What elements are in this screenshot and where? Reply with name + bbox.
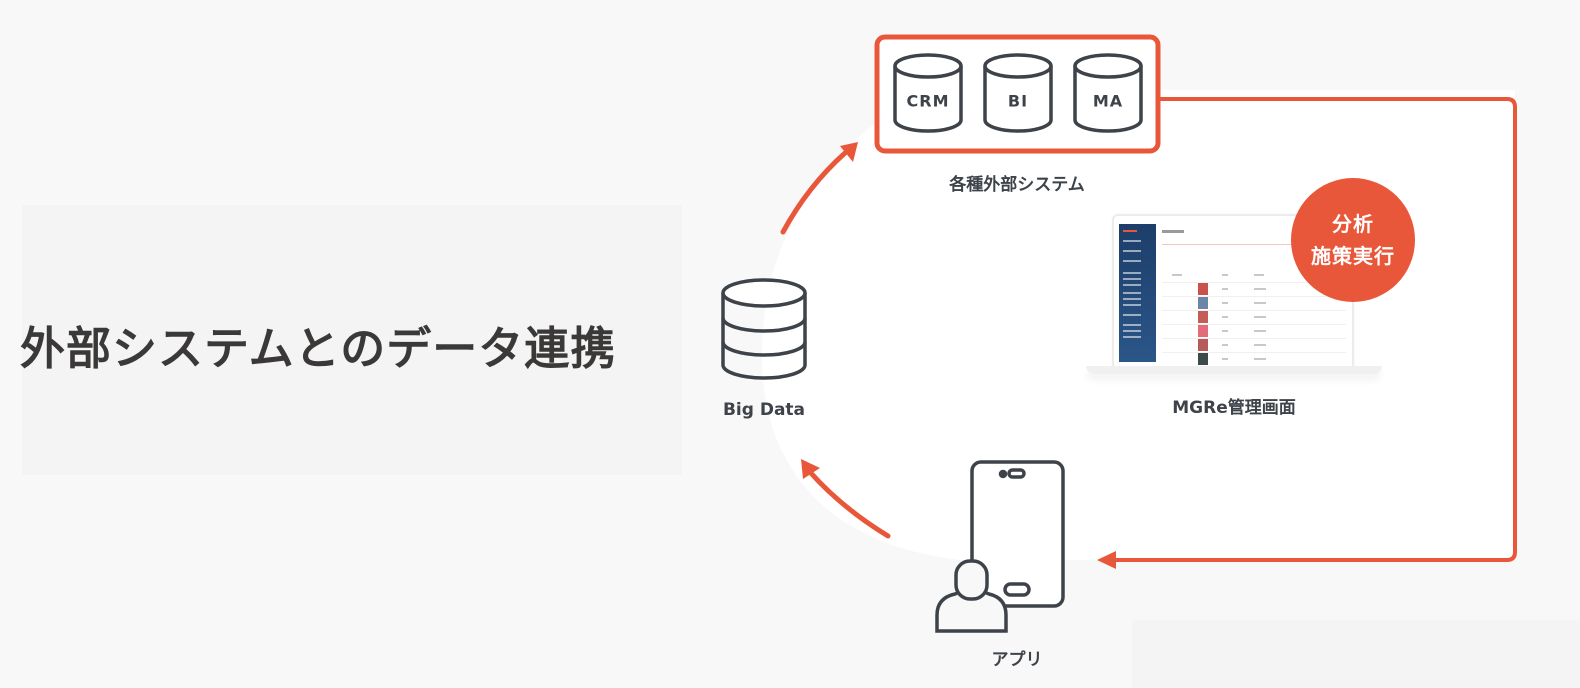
crm-label: CRM [906,91,950,111]
external-systems-label: 各種外部システム [949,175,1085,195]
big-data-label: Big Data [722,400,806,420]
page-title: 外部システムとのデータ連携 [20,322,617,375]
ma-label: MA [1092,91,1124,111]
smartphone-icon [970,460,1065,608]
bottom-panel [1132,620,1580,688]
badge-line-1: 分析 [1332,212,1374,236]
bi-database-icon [983,53,1053,133]
bi-label: BI [1007,91,1029,111]
arrowhead-external-icon [840,142,858,162]
arrowhead-bigdata-icon [801,459,820,479]
crm-database-icon [893,53,963,133]
big-data-database-icon [721,278,807,380]
connector-external-to-app [1115,97,1517,562]
arrowhead-to-app-icon [1097,551,1116,569]
analysis-badge: 分析 施策実行 [1291,178,1415,302]
laptop-base [1086,366,1382,374]
app-label: アプリ [991,650,1043,670]
title-panel [22,205,682,475]
user-icon [935,559,1008,633]
badge-line-2: 施策実行 [1311,244,1395,268]
admin-sidebar [1119,224,1156,362]
ma-database-icon [1073,53,1143,133]
arrow-bigdata-to-external [780,150,848,235]
admin-screen-label: MGRe管理画面 [1172,398,1296,418]
arrow-app-to-bigdata [807,469,891,539]
